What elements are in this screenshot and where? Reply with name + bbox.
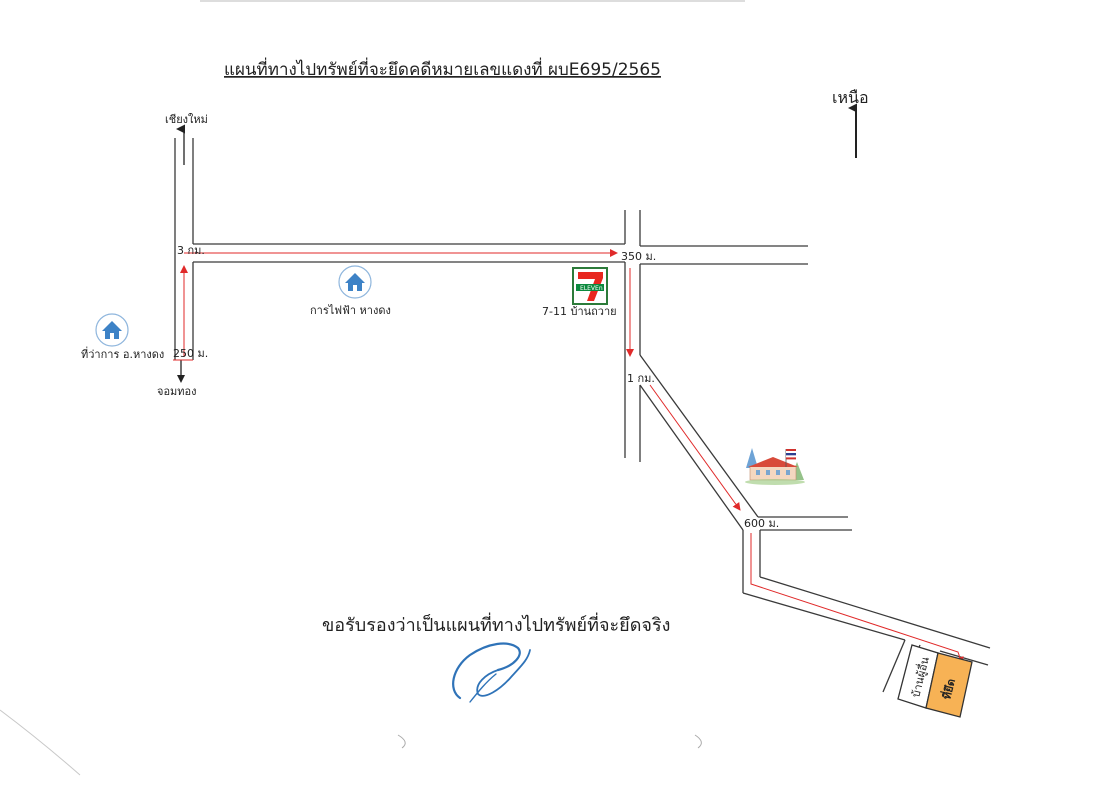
seized-property-label: ที่ยึด <box>938 677 958 701</box>
district-office-label: ที่ว่าการ อ.หางดง <box>81 346 164 361</box>
route-segment-5 <box>750 533 964 665</box>
south-road-label: จอมทอง <box>157 385 197 398</box>
house-icon <box>338 265 372 299</box>
scan-mark <box>694 734 702 749</box>
neighbor-parcel: บ้านผู้อื่น <box>897 644 939 709</box>
lane-diagonal-south-edge-2 <box>939 650 989 666</box>
road-network <box>174 138 991 693</box>
spur-west-edge <box>882 639 906 693</box>
seven-eleven-logo-icon: ELEVEn <box>572 267 608 305</box>
distance-3km: 3 กม. <box>177 244 205 257</box>
house-icon <box>95 313 129 347</box>
electricity-office-label: การไฟฟ้า หางดง <box>310 304 391 317</box>
lane-diagonal-south-edge-1 <box>742 592 906 641</box>
north-road-label: เชียงใหม่ <box>165 113 208 126</box>
map-title: แผนที่ทางไปทรัพย์ที่จะยึดคดีหมายเลขแดงที… <box>224 57 661 80</box>
distance-250m: 250 ม. <box>173 347 208 360</box>
distance-1km: 1 กม. <box>627 372 655 385</box>
route-line <box>180 249 964 665</box>
certification-text: ขอรับรองว่าเป็นแผนที่ทางไปทรัพย์ที่จะยึด… <box>322 612 670 636</box>
scan-mark <box>397 734 406 749</box>
diagonal-road-west-edge <box>639 384 744 531</box>
seized-parcel: ที่ยึด <box>925 652 973 718</box>
scan-mark <box>0 709 81 776</box>
distance-600m: 600 ม. <box>744 517 779 530</box>
seven-eleven-logo-text: ELEVEn <box>580 285 603 292</box>
diagonal-road-east-edge <box>639 354 759 518</box>
south-road-arrowhead <box>177 375 185 383</box>
north-label: เหนือ <box>832 88 869 107</box>
signature <box>452 642 531 703</box>
school-icon <box>745 448 805 485</box>
route-segment-4 <box>649 384 741 511</box>
lane-diagonal-north-edge <box>759 576 991 649</box>
seven-eleven-label: 7-11 บ้านถวาย <box>542 305 617 318</box>
distance-350m: 350 ม. <box>621 250 656 263</box>
